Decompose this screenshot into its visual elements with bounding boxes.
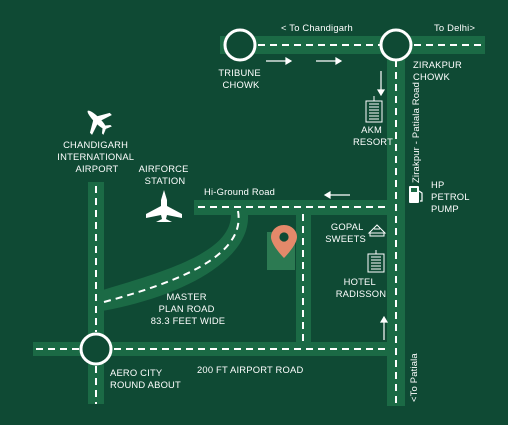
fighter-jet-icon bbox=[146, 190, 182, 222]
master-plan-road-line1: MASTER bbox=[166, 291, 206, 302]
zirakpur-chowk-roundabout bbox=[379, 28, 413, 62]
chandigarh-airport-line2: INTERNATIONAL bbox=[57, 151, 134, 162]
hotel-radisson-line1: HOTEL bbox=[344, 276, 376, 287]
hp-petrol-pump-label: HP PETROL PUMP bbox=[431, 179, 472, 214]
hi-ground-road-label: Hi-Ground Road bbox=[204, 186, 275, 197]
gopal-sweets-line1: GOPAL bbox=[331, 221, 363, 232]
zirakpur-chowk-line1: ZIRAKPUR bbox=[413, 59, 462, 70]
roundabouts bbox=[79, 28, 413, 366]
road-dashes bbox=[36, 44, 483, 404]
akm-resort-line2: RESORT bbox=[353, 136, 393, 147]
aero-city-roundabout-line1: AERO CITY bbox=[110, 367, 163, 378]
hp-petrol-pump-line1: HP bbox=[431, 179, 444, 190]
tribune-chowk-label: TRIBUNE CHOWK bbox=[218, 67, 263, 90]
chandigarh-airport-line1: CHANDIGARH bbox=[63, 139, 128, 150]
hotel-radisson-line2: RADISSON bbox=[336, 288, 387, 299]
road-200ft-airport bbox=[33, 342, 405, 356]
airforce-station-line2: STATION bbox=[145, 175, 186, 186]
zirakpur-patiala-road-label: Zirakpur - Patiala Road bbox=[410, 82, 421, 183]
akm-resort-line1: AKM bbox=[361, 124, 382, 135]
to-patiala-label: <To Patiala bbox=[408, 353, 419, 402]
airplane-icon bbox=[87, 110, 112, 135]
hp-petrol-pump-line3: PUMP bbox=[431, 203, 459, 214]
master-plan-road-line3: 83.3 FEET WIDE bbox=[151, 315, 226, 326]
gopal-sweets-label: GOPAL SWEETS bbox=[325, 221, 366, 244]
aero-city-roundabout-line2: ROUND ABOUT bbox=[110, 379, 181, 390]
akm-resort-label: AKM RESORT bbox=[353, 124, 393, 147]
tribune-chowk-line2: CHOWK bbox=[223, 79, 260, 90]
master-plan-road-label: MASTER PLAN ROAD 83.3 FEET WIDE bbox=[151, 291, 226, 326]
direction-arrow-icon bbox=[266, 56, 389, 340]
road-master-plan bbox=[96, 207, 249, 312]
aero-city-roundabout-label: AERO CITY ROUND ABOUT bbox=[110, 367, 181, 390]
zirakpur-chowk-line2: CHOWK bbox=[413, 71, 450, 82]
aero-city-roundabout bbox=[79, 332, 113, 366]
hp-petrol-pump-line2: PETROL bbox=[431, 191, 469, 202]
tribune-chowk-line1: TRIBUNE bbox=[218, 67, 261, 78]
zirakpur-chowk-label: ZIRAKPUR CHOWK bbox=[413, 59, 465, 82]
location-pin-icon bbox=[271, 225, 297, 258]
airforce-station-label: AIRFORCE STATION bbox=[139, 163, 192, 186]
gopal-sweets-line2: SWEETS bbox=[325, 233, 366, 244]
temple-icon bbox=[367, 224, 387, 237]
chandigarh-airport-label: CHANDIGARH INTERNATIONAL AIRPORT bbox=[57, 139, 136, 174]
master-plan-road-line2: PLAN ROAD bbox=[159, 303, 215, 314]
hotel-radisson-label: HOTEL RADISSON bbox=[336, 276, 387, 299]
road-chandigarh-delhi bbox=[220, 36, 485, 54]
building-icon bbox=[365, 96, 383, 123]
chandigarh-airport-line3: AIRPORT bbox=[76, 163, 119, 174]
to-delhi-label: To Delhi> bbox=[434, 22, 475, 33]
to-chandigarh-label: < To Chandigarh bbox=[281, 22, 353, 33]
hotel-icon bbox=[367, 250, 385, 273]
roads bbox=[33, 36, 485, 406]
airport-road-label: 200 FT AIRPORT ROAD bbox=[197, 364, 303, 375]
airforce-station-line1: AIRFORCE bbox=[139, 163, 189, 174]
fuel-pump-icon bbox=[409, 186, 423, 203]
tribune-chowk-roundabout bbox=[223, 28, 257, 62]
